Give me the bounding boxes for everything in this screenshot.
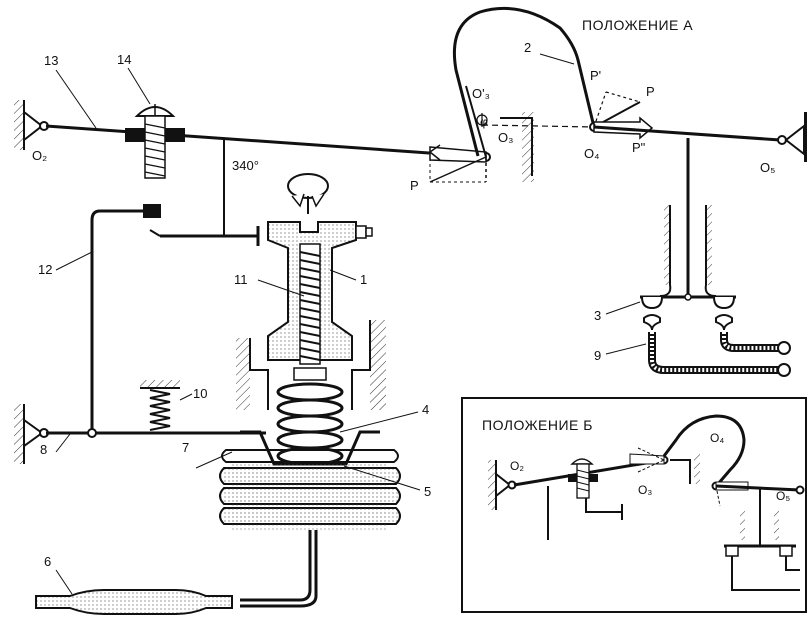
label-o2: O₂: [32, 148, 47, 163]
angle-label: 340°: [232, 158, 259, 173]
callouts: 13 14 2 1 11 12 3 9 10 4 5 7 8 6: [38, 40, 647, 595]
pivot-o5: [777, 112, 807, 162]
force-p-left: P: [410, 178, 419, 193]
callout-12: 12: [38, 262, 52, 277]
housing-1: [267, 221, 373, 365]
callout-14: 14: [117, 52, 131, 67]
inset-label-o3: O₃: [638, 483, 652, 497]
callout-7: 7: [182, 440, 189, 455]
pivot-o3: [428, 144, 491, 183]
bulb-6: [35, 589, 233, 615]
callout-3: 3: [594, 308, 601, 323]
force-p-prime: P': [590, 68, 601, 83]
spring-4: [276, 367, 344, 466]
callout-8: 8: [40, 442, 47, 457]
link-12: [90, 204, 161, 432]
label-o4: O₄: [584, 146, 599, 161]
cam-lever-2: [452, 6, 596, 158]
callout-11: 11: [234, 272, 248, 287]
label-o3: O₃: [498, 130, 513, 145]
inset-label-o5: O₅: [776, 489, 790, 503]
pivot-lever-8: [14, 404, 266, 464]
inset-position-b: ПОЛОЖЕНИЕ Б O₂ O₃ O₄ O₅: [461, 397, 807, 613]
title-position-a: ПОЛОЖЕНИЕ А: [582, 17, 693, 33]
callout-1: 1: [360, 272, 367, 287]
bellows-7: [219, 430, 401, 532]
lever-13: [45, 124, 487, 159]
hoses-9: [643, 314, 791, 377]
callout-4: 4: [422, 402, 429, 417]
force-p-double-prime: P": [632, 140, 646, 155]
label-phi: φ: [480, 115, 488, 129]
callout-2: 2: [524, 40, 531, 55]
callout-6: 6: [44, 554, 51, 569]
pivot-o2: [14, 100, 49, 150]
callout-5: 5: [424, 484, 431, 499]
callout-9: 9: [594, 348, 601, 363]
label-o5: O₅: [760, 160, 775, 175]
label-o3-prime: O'₃: [472, 86, 490, 101]
callout-13: 13: [44, 53, 58, 68]
rotation-arrow-icon: [287, 173, 329, 214]
inset-label-o2: O₂: [510, 459, 524, 473]
valve-3: [640, 138, 736, 310]
inset-label-o4: O₄: [710, 431, 724, 445]
force-p-right: P: [646, 84, 655, 99]
spring-10: [140, 380, 180, 431]
adjusting-screw-14: [125, 104, 185, 179]
title-position-b: ПОЛОЖЕНИЕ Б: [482, 417, 593, 433]
callout-10: 10: [193, 386, 207, 401]
